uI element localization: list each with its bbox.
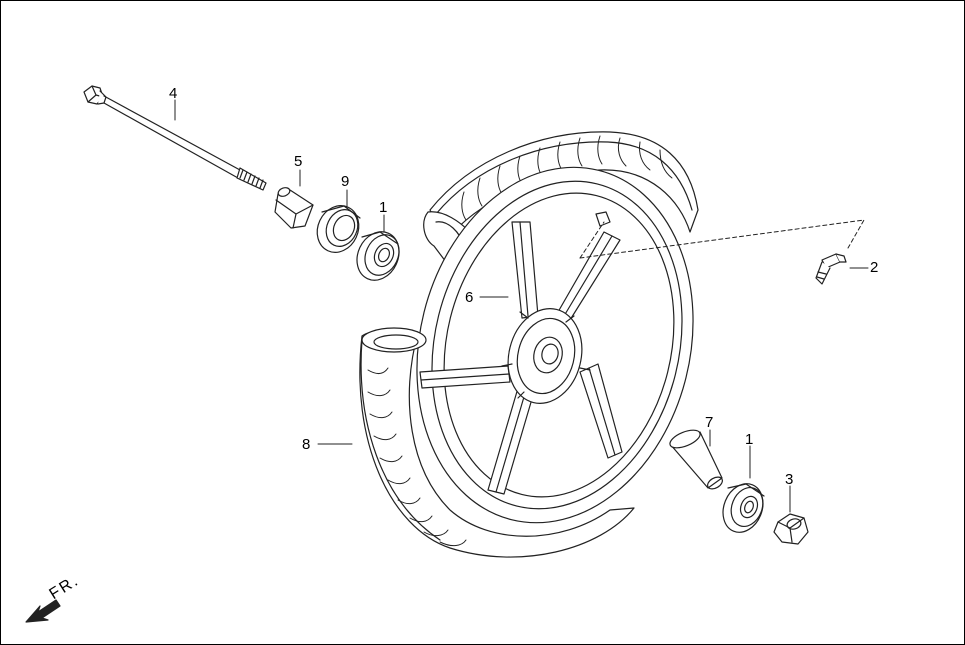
valve	[815, 253, 847, 285]
callout-spacer: 7	[705, 414, 714, 431]
leader-lines	[174, 99, 869, 513]
axle-nut	[773, 513, 809, 545]
callout-valve: 2	[870, 259, 879, 276]
bearing-right	[722, 483, 765, 533]
callout-wheel-rim: 6	[465, 289, 474, 306]
spacer	[669, 429, 723, 490]
callout-tire: 8	[302, 436, 311, 453]
axle-bolt	[83, 85, 267, 191]
front-direction-arrow-icon	[25, 599, 61, 623]
reference-dashed-line	[579, 219, 865, 259]
dust-seal	[316, 205, 361, 253]
collar	[274, 187, 314, 229]
callout-collar: 5	[294, 153, 303, 170]
callout-bearing-right: 1	[745, 431, 754, 448]
callout-dust-seal: 9	[341, 173, 350, 190]
bearing-left	[356, 231, 400, 281]
callout-bearing-left: 1	[379, 199, 388, 216]
callout-axle-nut: 3	[785, 471, 794, 488]
callout-axle-bolt: 4	[169, 85, 178, 102]
tire-lower	[359, 327, 635, 558]
wheel-rim	[416, 166, 694, 524]
